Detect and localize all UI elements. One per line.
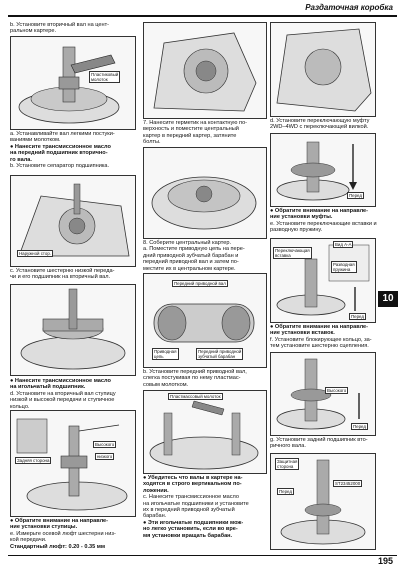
- figure-bearing-retainer: Наружной стор.: [10, 175, 136, 267]
- col2-block-2: 8. Соберите центральный картер. a. Помес…: [143, 240, 265, 272]
- step-d-text: d. Установите переключающую муфту 2WD–4W…: [270, 118, 370, 131]
- label-high: Высокого: [93, 441, 117, 448]
- bullet-insert-direction: ● Обратите внимание на направле- ние уст…: [270, 324, 369, 337]
- step-8-text: 8. Соберите центральный картер.: [143, 240, 232, 246]
- chapter-tab: 10: [378, 291, 398, 307]
- label-front: Перед: [351, 423, 368, 430]
- bullet-sleeve-direction: ● Обратите внимание на направле- ние уст…: [270, 208, 369, 221]
- label-drum: Передний приводной зубчатый барабан: [196, 348, 244, 360]
- figure-drawing: [149, 400, 259, 470]
- figure-sealant-case: [143, 22, 267, 119]
- figure-front-shaft-install: Пластмассовый молоток: [143, 390, 267, 474]
- figure-drawing: [153, 303, 255, 343]
- column-left: b. Установите вторичный вал на цент- рал…: [10, 22, 134, 35]
- col1-block-4: ● Нанесите трансмиссионное масло на игол…: [10, 378, 134, 410]
- col1-block-3: c. Установите шестерню низкой переда- чи…: [10, 268, 134, 281]
- figure-drawing: [151, 176, 257, 230]
- figure-clutch-gear: Высокого Перед: [270, 352, 376, 436]
- label-spring: Разводная пружина: [331, 261, 357, 273]
- col3-block-3: ● Обратите внимание на направле- ние уст…: [270, 324, 394, 350]
- col1-block-2: a. Устанавливайте вал легкими постуки- в…: [10, 131, 134, 169]
- bullet-vertical: ● Убедитесь что валы в картере на- ходят…: [143, 475, 243, 494]
- col2-block-4: ● Убедитесь что валы в картере на- ходят…: [143, 475, 267, 539]
- step-8a-text: a. Поместите приводную цепь на пере- дни…: [143, 246, 245, 272]
- col1-block-5: ● Обратите внимание на направле- ние уст…: [10, 518, 136, 550]
- label-outer-side: Наружной стор.: [17, 250, 53, 257]
- figure-drawing: [280, 459, 366, 545]
- footer-rule: [8, 554, 397, 556]
- label-hammer: Пластиковый молоток: [89, 71, 121, 83]
- col3-block-4: g. Установите задний подшипник вто- ричн…: [270, 437, 394, 450]
- col3-block-1: d. Установите переключающую муфту 2WD–4W…: [270, 118, 394, 131]
- figure-drawing: [16, 418, 128, 511]
- figure-drawing: [276, 358, 360, 430]
- step-g-text: g. Установите задний подшипник вто- ричн…: [270, 437, 368, 450]
- figure-inserts: Вид А-А Переключающая вставка Разводная …: [270, 238, 376, 323]
- col3-block-2: ● Обратите внимание на направле- ние уст…: [270, 208, 394, 234]
- step-b-text: b. Установите вторичный вал на цент- рал…: [10, 22, 110, 35]
- label-front-shaft: Передний приводной вал: [172, 280, 228, 287]
- step-f-text: f. Установите блокирующее кольцо, за- те…: [270, 336, 372, 350]
- figure-drawing: [20, 288, 126, 370]
- label-front: Перед: [347, 192, 364, 199]
- label-front: Перед: [277, 488, 294, 495]
- step-b2-text: b. Установите сепаратор подшипника.: [10, 163, 110, 170]
- figure-case-top: [270, 22, 376, 117]
- step-b-text: b. Установите передний приводной вал, сл…: [143, 369, 247, 388]
- bullet-hub-direction: ● Обратите внимание на направле- ние уст…: [10, 518, 109, 531]
- figure-drawing: [276, 28, 372, 112]
- step-e-text: e. Установите переключающие вставки и ра…: [270, 220, 377, 234]
- label-hammer: Пластмассовый молоток: [168, 393, 223, 400]
- bullet-oil-needle-bearing: ● Нанесите трансмиссионное масло на игол…: [10, 378, 111, 391]
- label-low: низкого: [95, 453, 115, 460]
- step-c-text: c. Нанесите трансмиссионное масло на иго…: [143, 494, 249, 520]
- step-7-text: 7. Нанесите герметик на контактную по- в…: [143, 120, 248, 146]
- label-view: Вид А-А: [333, 241, 354, 248]
- col2-block-1: 7. Нанесите герметик на контактную по- в…: [143, 120, 265, 146]
- label-high: Высокого: [325, 387, 349, 394]
- label-front: Перед: [349, 313, 366, 320]
- step-a-text: a. Устанавливайте вал легкими постуки- в…: [10, 131, 115, 144]
- label-guard-side: Защитная сторона: [275, 458, 300, 470]
- figure-drawing: [18, 183, 130, 257]
- label-chain: Приводная цепь: [152, 348, 179, 360]
- figure-hub-direction: Задняя сторона Высокого низкого: [10, 410, 136, 517]
- figure-low-gear: [10, 284, 136, 376]
- col2-block-3: b. Установите передний приводной вал, сл…: [143, 369, 265, 388]
- bullet-rotate-drum: ● Эти игольчатые подшипники мож- но легк…: [143, 519, 244, 539]
- figure-drawing: [18, 46, 120, 124]
- label-tool-number: ST23452000: [333, 480, 363, 487]
- header-rule: [8, 15, 397, 17]
- label-insert: Переключающая вставка: [273, 247, 312, 259]
- label-rear-side: Задняя сторона: [15, 457, 52, 464]
- figure-rear-bearing: Защитная сторона ST23452000 Перед: [270, 453, 376, 550]
- standard-play: Стандартный люфт: 0.20 - 0.35 мм: [10, 543, 106, 550]
- figure-chain-drum: Передний приводной вал Приводная цепь Пе…: [143, 273, 267, 368]
- step-d-text: d. Установите на вторичный вал ступицу н…: [10, 390, 116, 410]
- figure-case-assembly: [143, 147, 267, 239]
- figure-drawing: [153, 32, 257, 112]
- page-number: 195: [377, 556, 393, 566]
- section-title: Раздаточная коробка: [305, 3, 393, 12]
- bullet-oil-front-bearing: ● Нанесите трансмиссионное масло на пере…: [10, 143, 111, 163]
- figure-output-shaft-install: Пластиковый молоток: [10, 36, 136, 130]
- figure-sleeve-fork: Перед: [270, 133, 376, 207]
- step-c-text: c. Установите шестерню низкой переда- чи…: [10, 268, 115, 281]
- step-e-text: e. Измерьте осевой люфт шестерни низ- ко…: [10, 530, 116, 544]
- figure-drawing: [276, 141, 357, 201]
